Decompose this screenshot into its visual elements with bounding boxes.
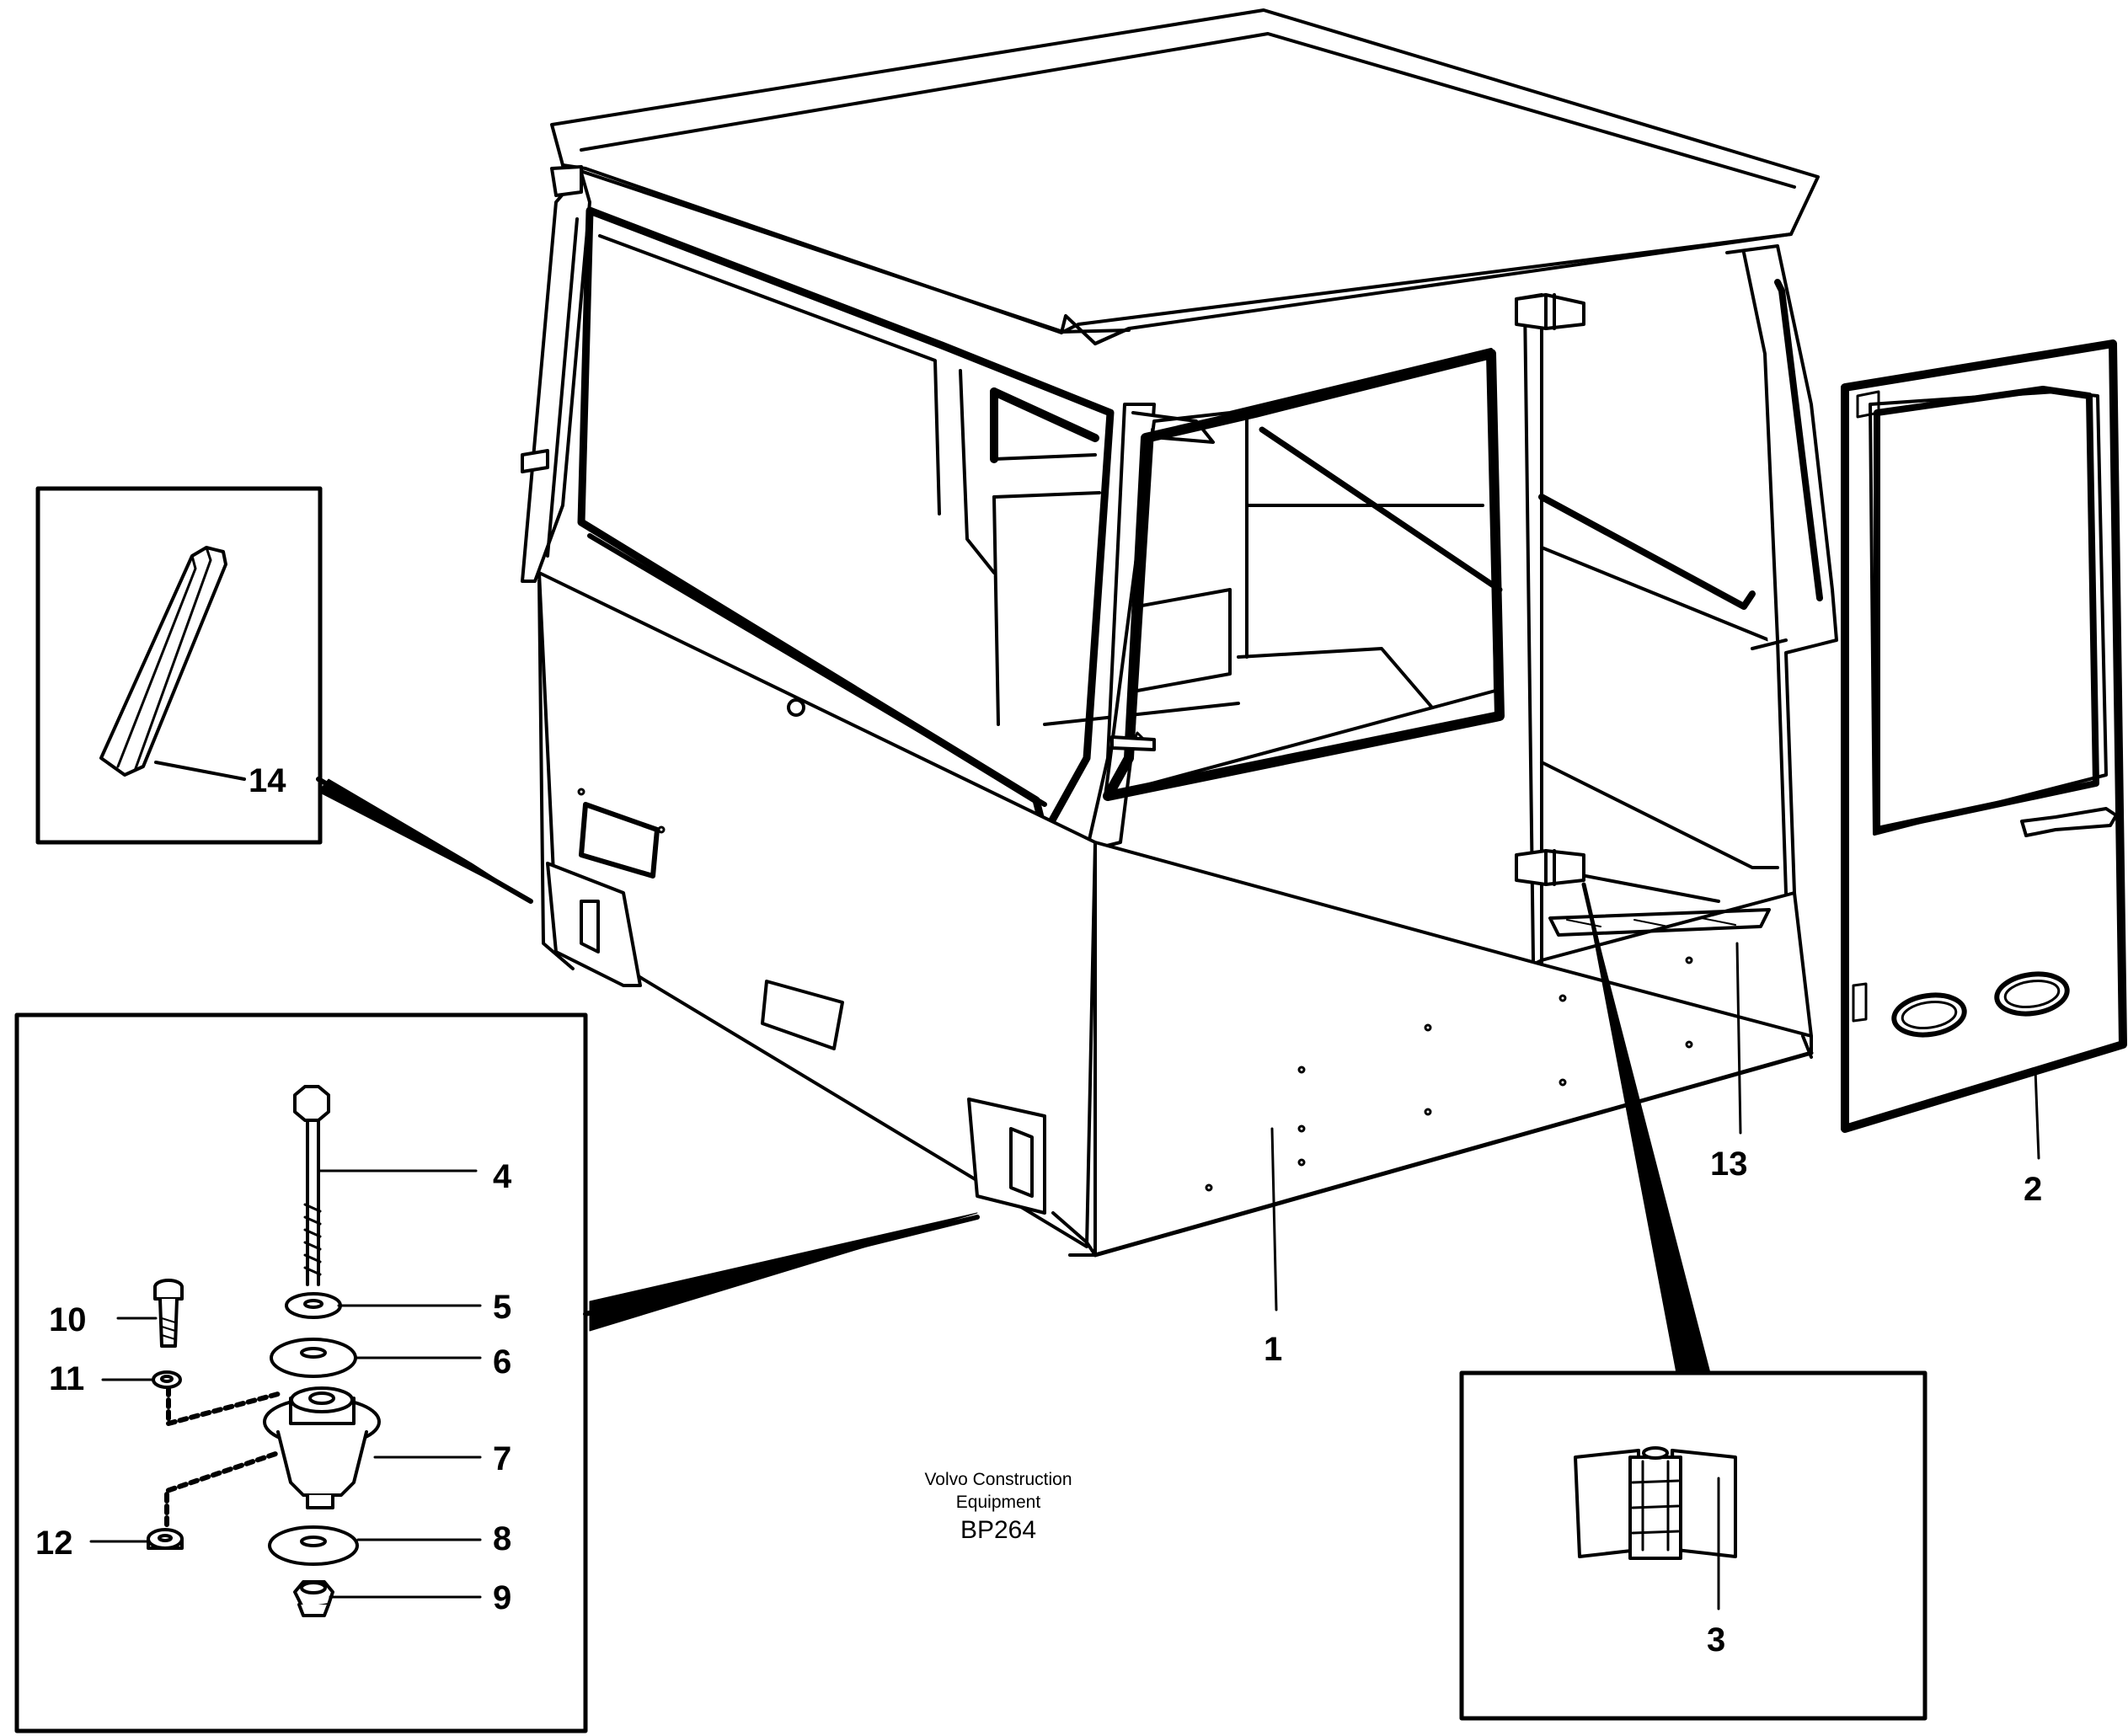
callout-labels: 1 2 3 4 5 6 7 8 9 10 11 12 13 14 <box>35 762 2042 1659</box>
spring-washer <box>152 1370 182 1389</box>
cab-lower-left-side <box>537 571 1097 1248</box>
callout-14: 14 <box>249 762 286 799</box>
bolt <box>293 1085 330 1286</box>
rubber-cushion <box>270 1338 357 1378</box>
cab-roof <box>550 8 1820 345</box>
door-handle <box>2020 807 2118 837</box>
detail-box-seal <box>35 486 323 845</box>
callout-11: 11 <box>49 1360 84 1397</box>
cab-assembly <box>521 8 1838 1258</box>
callout-5: 5 <box>493 1289 511 1326</box>
washer-small <box>285 1292 342 1319</box>
cab-lower-front <box>1093 841 1813 1257</box>
screw <box>153 1279 184 1348</box>
diagram-caption: Volvo Construction Equipment BP264 <box>924 1470 1072 1544</box>
caption-code: BP264 <box>960 1516 1036 1544</box>
door-vent-right <box>1994 971 2070 1017</box>
detail-box-mount <box>14 1012 588 1733</box>
detail-box-hinge <box>1459 1370 1927 1721</box>
door-vent-left <box>1891 992 1967 1038</box>
callout-3: 3 <box>1707 1621 1725 1659</box>
rubber-mount <box>263 1386 381 1509</box>
rivets <box>577 788 1693 1192</box>
callout-2: 2 <box>2024 1171 2042 1208</box>
lock-nut <box>147 1528 184 1550</box>
callout-1: 1 <box>1264 1331 1282 1368</box>
caption-line-1: Volvo Construction <box>924 1470 1072 1489</box>
callout-leaders <box>89 942 2040 1610</box>
callout-10: 10 <box>49 1301 87 1338</box>
hinge-detail <box>1574 1446 1737 1560</box>
callout-6: 6 <box>493 1343 511 1381</box>
washer-large <box>268 1525 359 1566</box>
callout-13: 13 <box>1710 1146 1748 1183</box>
callout-9: 9 <box>493 1579 511 1616</box>
nut <box>293 1580 334 1617</box>
cab-door <box>1841 339 2127 1133</box>
callout-8: 8 <box>493 1520 511 1557</box>
caption-line-2: Equipment <box>956 1493 1041 1512</box>
seal-profile <box>99 546 227 777</box>
hinge-upper <box>1515 293 1585 330</box>
hinge-lower <box>1515 849 1585 886</box>
callout-7: 7 <box>493 1440 511 1477</box>
cab-side-window <box>577 206 1115 838</box>
callout-4: 4 <box>493 1158 512 1195</box>
callout-12: 12 <box>35 1525 73 1562</box>
